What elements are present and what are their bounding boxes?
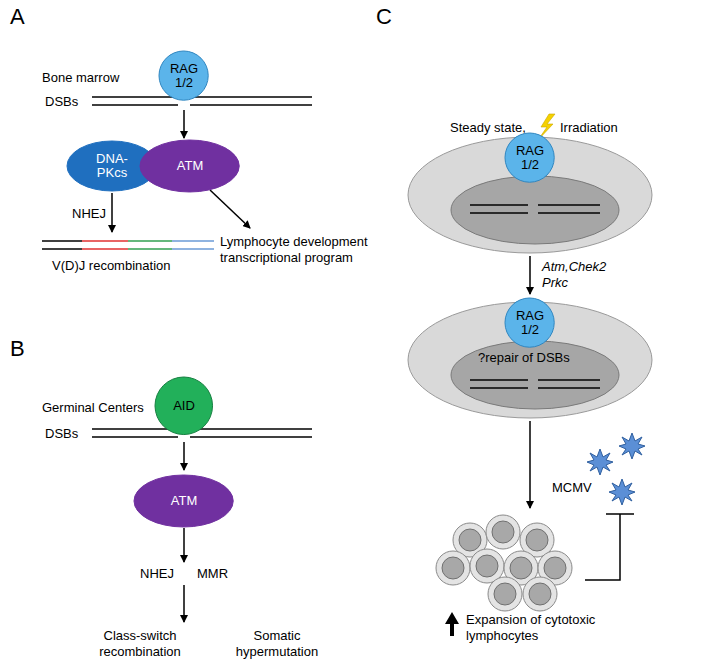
- protein-name: DNA-PKcs: [90, 152, 134, 181]
- rag-protein-circle: RAG 1/2: [158, 50, 209, 101]
- protein-name: RAG 1/2: [513, 309, 547, 338]
- protein-name: AID: [164, 399, 204, 413]
- node-text-group: DNA-PKcs: [90, 152, 134, 181]
- panel-letter: B: [10, 336, 25, 362]
- annotation-label: V(D)J recombination: [52, 258, 171, 274]
- annotation-label: MMR: [197, 566, 228, 582]
- annotation-label: Somatic hypermutation: [222, 628, 332, 659]
- annotation-label: Steady state,: [450, 120, 526, 136]
- annotation-label: ?repair of DSBs: [478, 350, 570, 366]
- annotation-label: DSBs: [45, 426, 78, 442]
- node-text-group: ATM: [149, 494, 219, 508]
- annotation-label: Expansion of cytotoxic lymphocytes: [466, 612, 616, 643]
- annotation-label: NHEJ: [140, 566, 174, 582]
- node-text-group: RAG 1/2: [513, 309, 547, 338]
- atm-ellipse: ATM: [139, 139, 240, 193]
- protein-name: ATM: [155, 159, 225, 173]
- protein-name: RAG 1/2: [513, 144, 547, 173]
- annotation-label: Irradiation: [560, 120, 618, 136]
- node-text-group: AID: [164, 399, 204, 413]
- annotation-label: Atm,Chek2 Prkc: [542, 259, 620, 290]
- annotation-label: Germinal Centers: [42, 400, 144, 416]
- protein-name: ATM: [149, 494, 219, 508]
- node-text-group: ATM: [155, 159, 225, 173]
- protein-name: RAG 1/2: [167, 62, 201, 91]
- rag-protein-circle: RAG 1/2: [504, 132, 555, 183]
- aid-protein-circle: AID: [154, 376, 214, 436]
- annotation-label: NHEJ: [72, 206, 106, 222]
- panel-letter: C: [376, 4, 392, 30]
- annotation-label: Class-switch recombination: [80, 628, 200, 659]
- panel-letter: A: [10, 4, 25, 30]
- annotation-label: Lymphocyte development transcriptional p…: [220, 234, 420, 265]
- annotation-label: DSBs: [45, 94, 78, 110]
- atm-ellipse: ATM: [133, 474, 234, 528]
- annotation-label: MCMV: [552, 480, 592, 496]
- rag-protein-circle: RAG 1/2: [504, 297, 555, 348]
- node-text-group: RAG 1/2: [167, 62, 201, 91]
- node-text-group: RAG 1/2: [513, 144, 547, 173]
- annotation-label: Bone marrow: [42, 70, 119, 86]
